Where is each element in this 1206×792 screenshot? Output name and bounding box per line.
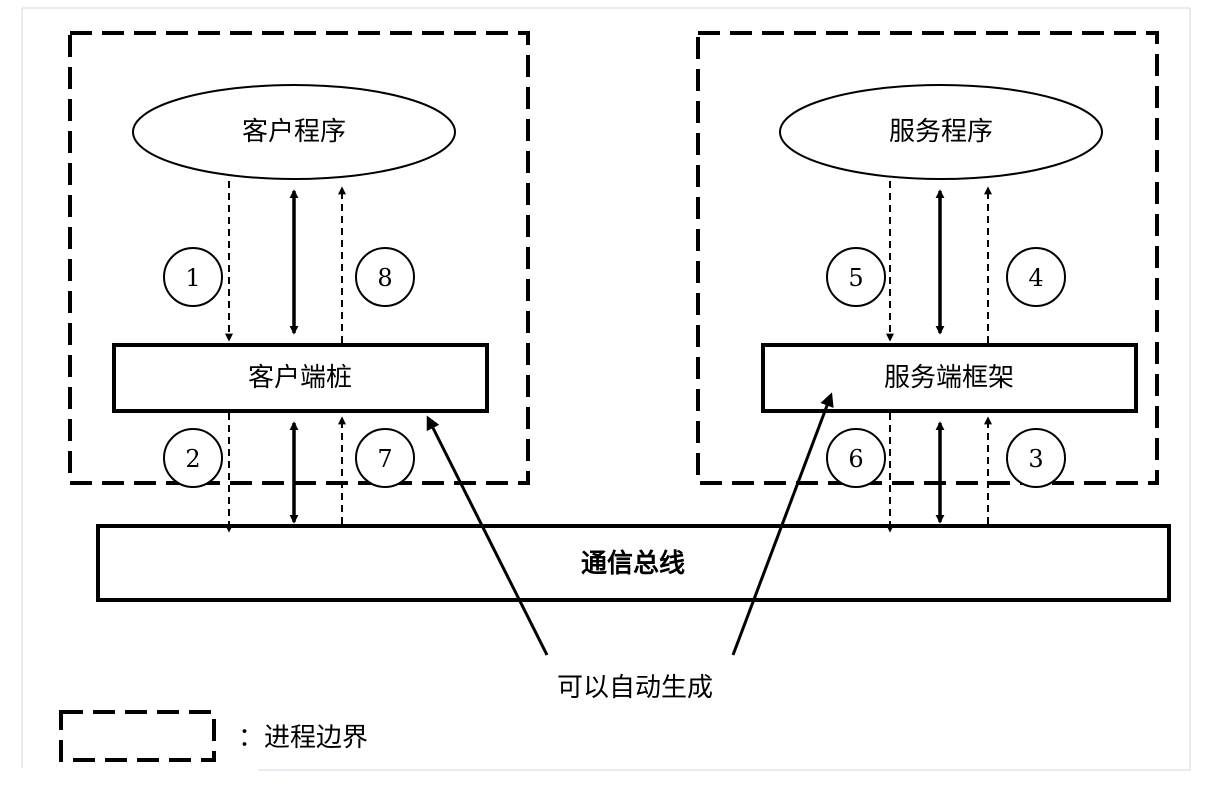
step-label-4: 4 [1028,264,1043,292]
step-circle-3 [1006,428,1066,488]
server-program-ellipse [779,84,1103,180]
communication-bus-label: 通信总线 [581,549,685,579]
client-program-ellipse [132,84,456,180]
autogen-pointer-skeleton [731,392,834,656]
server-program-label: 服务程序 [889,117,993,147]
server-skeleton-label: 服务端框架 [884,363,1014,393]
client-stub-label: 客户端桩 [248,363,352,393]
client-stub-box [112,343,489,413]
step-label-6: 6 [848,445,863,473]
step-label-7: 7 [377,445,392,473]
client-program-label: 客户程序 [242,117,346,147]
step-label-5: 5 [848,264,863,292]
legend-text: ：进程边界 [238,723,368,753]
communication-bus-box [96,524,1171,602]
autogen-pointer-stub [426,415,549,656]
server-skeleton-box [761,343,1138,413]
step-label-2: 2 [185,445,200,473]
step-circle-7 [355,428,415,488]
step-label-8: 8 [377,264,392,292]
step-circle-8 [355,247,415,307]
autogen-label: 可以自动生成 [557,673,713,703]
step-label-3: 3 [1028,445,1043,473]
client-process-boundary [68,31,530,485]
step-label-1: 1 [185,264,200,292]
legend-boundary-swatch [59,710,216,762]
server-process-boundary [696,31,1159,485]
step-circle-6 [826,428,886,488]
step-circle-1 [163,247,223,307]
step-circle-4 [1006,247,1066,307]
step-circle-5 [826,247,886,307]
step-circle-2 [163,428,223,488]
